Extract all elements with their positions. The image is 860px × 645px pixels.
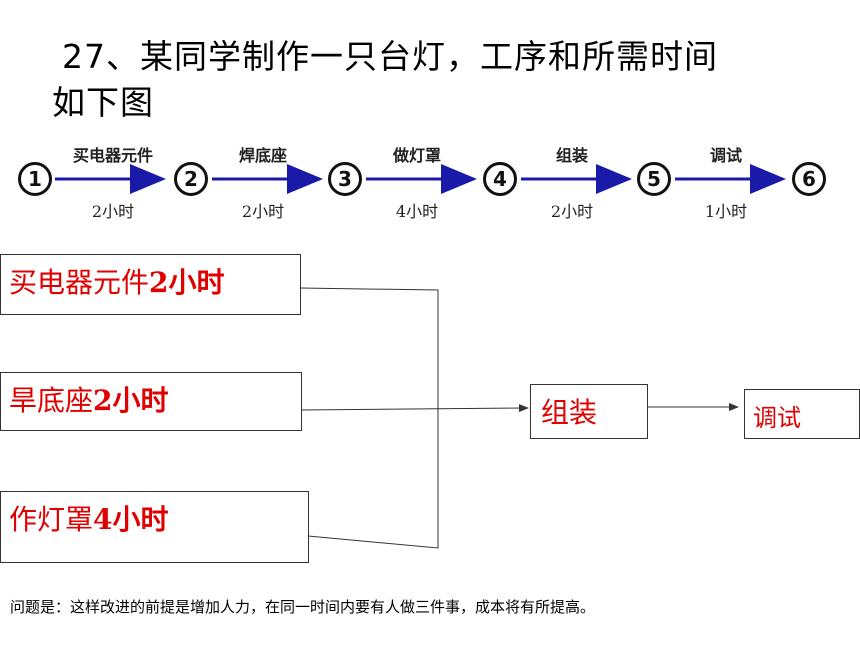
flow-node-5: 5 [637, 162, 671, 196]
task-box-lampshade-label: 作灯罩 [9, 503, 94, 536]
step-time-3: 4小时 [395, 202, 439, 221]
task-box-debug: 调试 [744, 389, 860, 439]
task-box-base: 旱底座2小时 [0, 372, 302, 431]
step-label-5: 调试 [709, 146, 742, 165]
task-box-assemble: 组装 [530, 384, 648, 439]
task-box-base-time: 2小时 [93, 384, 169, 417]
step-time-4: 2小时 [550, 202, 594, 221]
connector-box1 [299, 287, 439, 410]
task-box-debug-label: 调试 [753, 404, 801, 432]
flow-node-1: 1 [18, 162, 52, 196]
flow-node-2: 2 [174, 162, 208, 196]
problem-title: 27、某同学制作一只台灯，工序和所需时间 如下图 [52, 34, 842, 126]
flow-node-6: 6 [792, 162, 826, 196]
flow-arrows [55, 164, 786, 194]
task-box-lampshade: 作灯罩4小时 [0, 491, 309, 563]
task-box-assemble-label: 组装 [541, 396, 598, 429]
connector-box3 [307, 410, 439, 549]
step-time-1: 2小时 [91, 202, 135, 221]
step-label-2: 焊底座 [238, 146, 287, 165]
task-box-lampshade-time: 4小时 [93, 503, 169, 536]
connector-box2 [301, 404, 529, 413]
task-box-components: 买电器元件2小时 [0, 254, 301, 315]
step-label-4: 组装 [555, 146, 588, 165]
flow-node-3: 3 [328, 162, 362, 196]
task-box-components-label: 买电器元件 [9, 266, 150, 299]
title-line-1: 27、某同学制作一只台灯，工序和所需时间 [62, 37, 718, 76]
analysis-note: 问题是：这样改进的前提是增加人力，在同一时间内要有人做三件事，成本将有所提高。 [10, 598, 596, 616]
flow-node-4: 4 [483, 162, 517, 196]
step-label-3: 做灯罩 [392, 146, 441, 165]
step-time-5: 1小时 [704, 202, 748, 221]
process-flow: 1 2 3 4 5 6 买电器元件 焊底座 做灯罩 组装 调试 2小时 2小时 … [0, 128, 860, 228]
step-time-2: 2小时 [241, 202, 285, 221]
step-label-1: 买电器元件 [72, 146, 153, 165]
task-box-base-label: 旱底座 [9, 384, 94, 417]
title-line-2: 如下图 [52, 83, 154, 122]
task-box-components-time: 2小时 [149, 266, 225, 299]
